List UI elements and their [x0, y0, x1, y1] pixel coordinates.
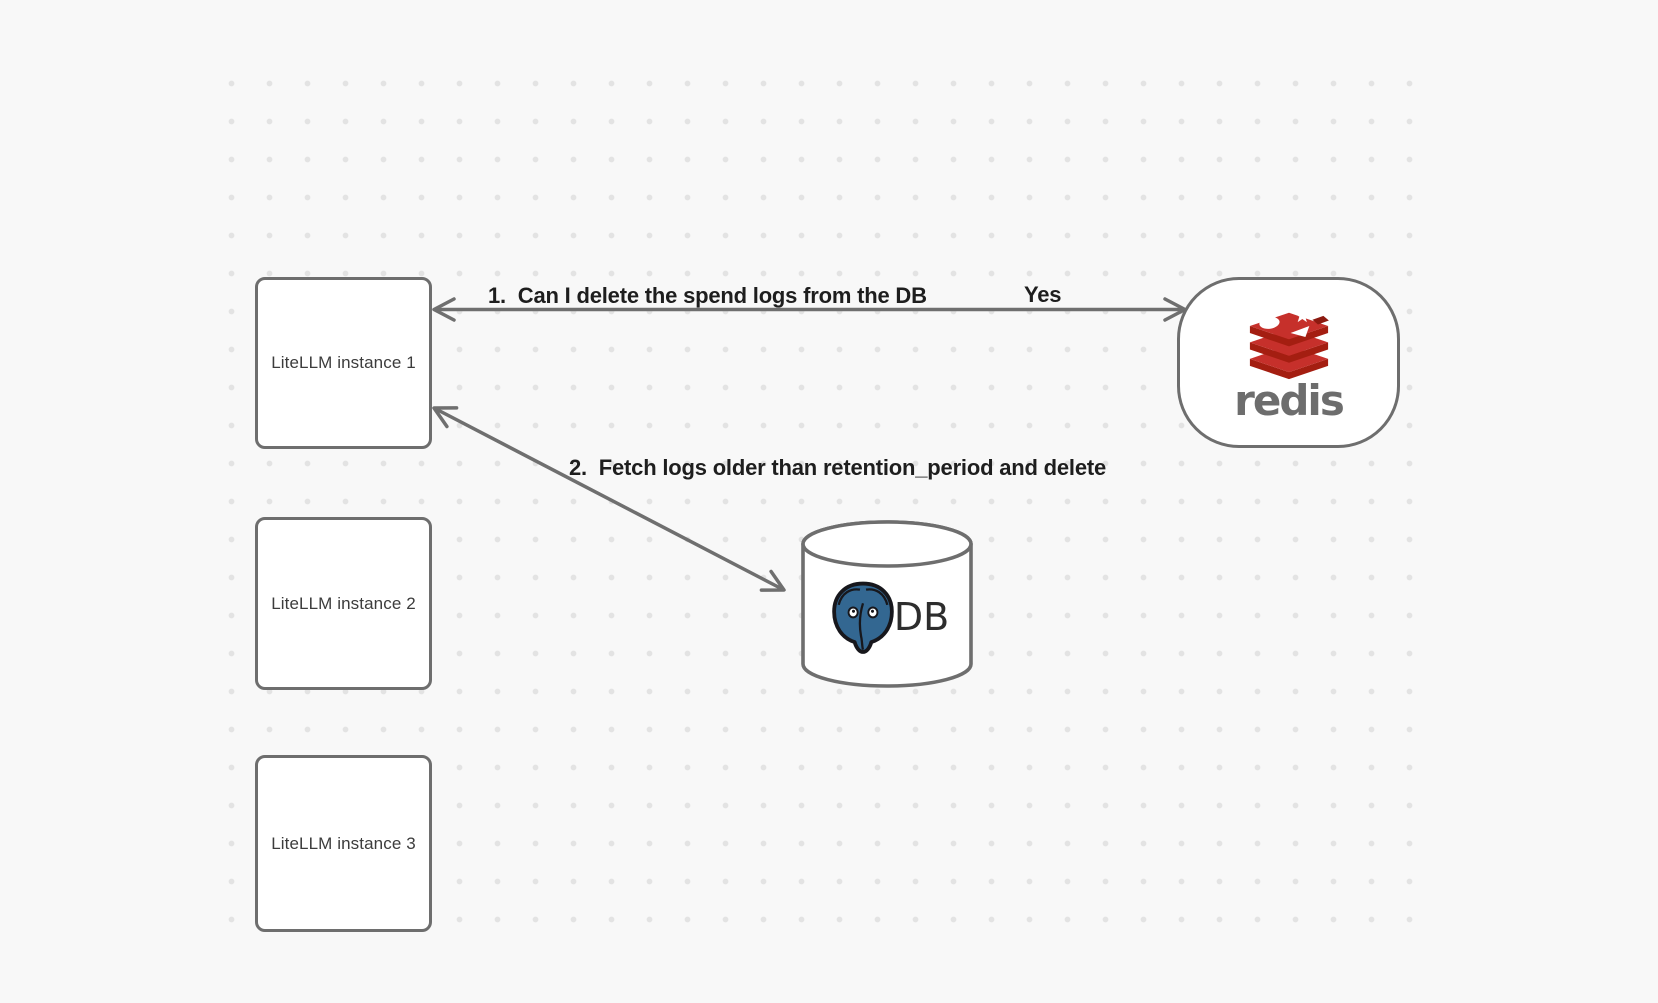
node-label: LiteLLM instance 2 [271, 593, 416, 613]
redis-wordmark: redis [1234, 375, 1345, 425]
edge2-label[interactable]: 2. Fetch logs older than retention_perio… [569, 455, 1107, 480]
edge1-reply-label[interactable]: Yes [1024, 282, 1062, 307]
db-label: DB [893, 595, 950, 639]
node-label: LiteLLM instance 3 [271, 833, 416, 853]
node-litellm-instance-3[interactable]: LiteLLM instance 3 [255, 755, 432, 932]
node-label: LiteLLM instance 1 [271, 353, 416, 372]
node-litellm-instance-1[interactable]: LiteLLM instance 1 [255, 277, 432, 449]
redis-logo-icon [1246, 304, 1332, 384]
edge1-label[interactable]: 1. Can I delete the spend logs from the … [488, 283, 927, 308]
postgresql-elephant-icon [825, 579, 901, 655]
node-redis[interactable]: redis [1177, 277, 1400, 448]
node-postgres-db[interactable]: DB [799, 518, 975, 690]
node-litellm-instance-2[interactable]: LiteLLM instance 2 [255, 517, 432, 690]
